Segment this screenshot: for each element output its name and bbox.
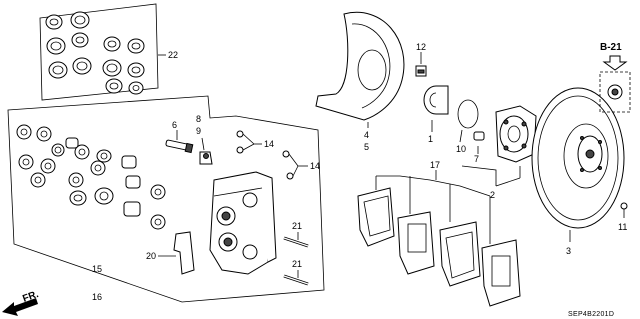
seal-kit-frame: [39, 3, 159, 101]
disc-screw: 11: [618, 202, 628, 232]
piston-seals: [16, 124, 166, 230]
callout-17: 17: [430, 160, 440, 170]
callout-15: 15: [92, 264, 102, 274]
pad-spring: [173, 231, 195, 275]
callout-22: 22: [168, 50, 178, 60]
reference-label: B-21: [600, 42, 622, 53]
pad-pins: [283, 236, 309, 286]
front-direction-arrow: [2, 298, 38, 316]
reference-box: [599, 71, 631, 113]
seal-kit-group: 22: [39, 3, 178, 101]
callout-21-upper: 21: [292, 221, 302, 231]
brake-pad-set: 17: [357, 160, 521, 307]
callout-21-lower: 21: [292, 259, 302, 269]
callout-5: 5: [364, 142, 369, 152]
hub-bearing: 1: [423, 85, 449, 144]
wheel-hub: 2: [461, 105, 537, 200]
callout-2: 2: [490, 190, 495, 200]
brake-caliper-body: [209, 171, 277, 275]
callout-20: 20: [146, 251, 156, 261]
callout-7: 7: [474, 154, 479, 164]
callout-10: 10: [456, 144, 466, 154]
callout-3: 3: [566, 246, 571, 256]
caliper-kit-frame: [7, 95, 325, 303]
brake-fittings-upper: 14: [236, 130, 274, 154]
callout-1: 1: [428, 134, 433, 144]
caliper-bolt: 6: [165, 120, 194, 154]
callout-14-upper: 14: [264, 139, 274, 149]
reference-arrow: [602, 55, 628, 71]
front-direction-indicator: FR.: [2, 289, 40, 316]
callout-8: 8: [196, 114, 201, 124]
caliper-pistons: [65, 137, 141, 217]
caliper-kit-group: 20 21 21 15 16: [7, 95, 325, 303]
splash-guard: 4 5: [315, 11, 405, 152]
callout-6: 6: [172, 120, 177, 130]
callout-11: 11: [618, 222, 627, 232]
brake-fittings-lower: 14: [282, 150, 320, 180]
reference-b21: B-21: [599, 42, 631, 113]
front-direction-label: FR.: [21, 289, 40, 305]
callout-12: 12: [416, 42, 426, 52]
hub-bolt: 7: [473, 131, 485, 164]
brake-disc: 3: [531, 87, 625, 256]
diagram-code: SEP4B2201D: [568, 311, 614, 318]
callout-16: 16: [92, 292, 102, 302]
bleeder-screw: 8 9: [196, 114, 213, 165]
callout-9: 9: [196, 126, 201, 136]
splash-guard-bolt: 12: [415, 42, 427, 77]
callout-14-lower: 14: [310, 161, 320, 171]
seal-kit-rings: [45, 11, 145, 95]
snap-ring: 10: [456, 99, 479, 154]
callout-4: 4: [364, 130, 369, 140]
